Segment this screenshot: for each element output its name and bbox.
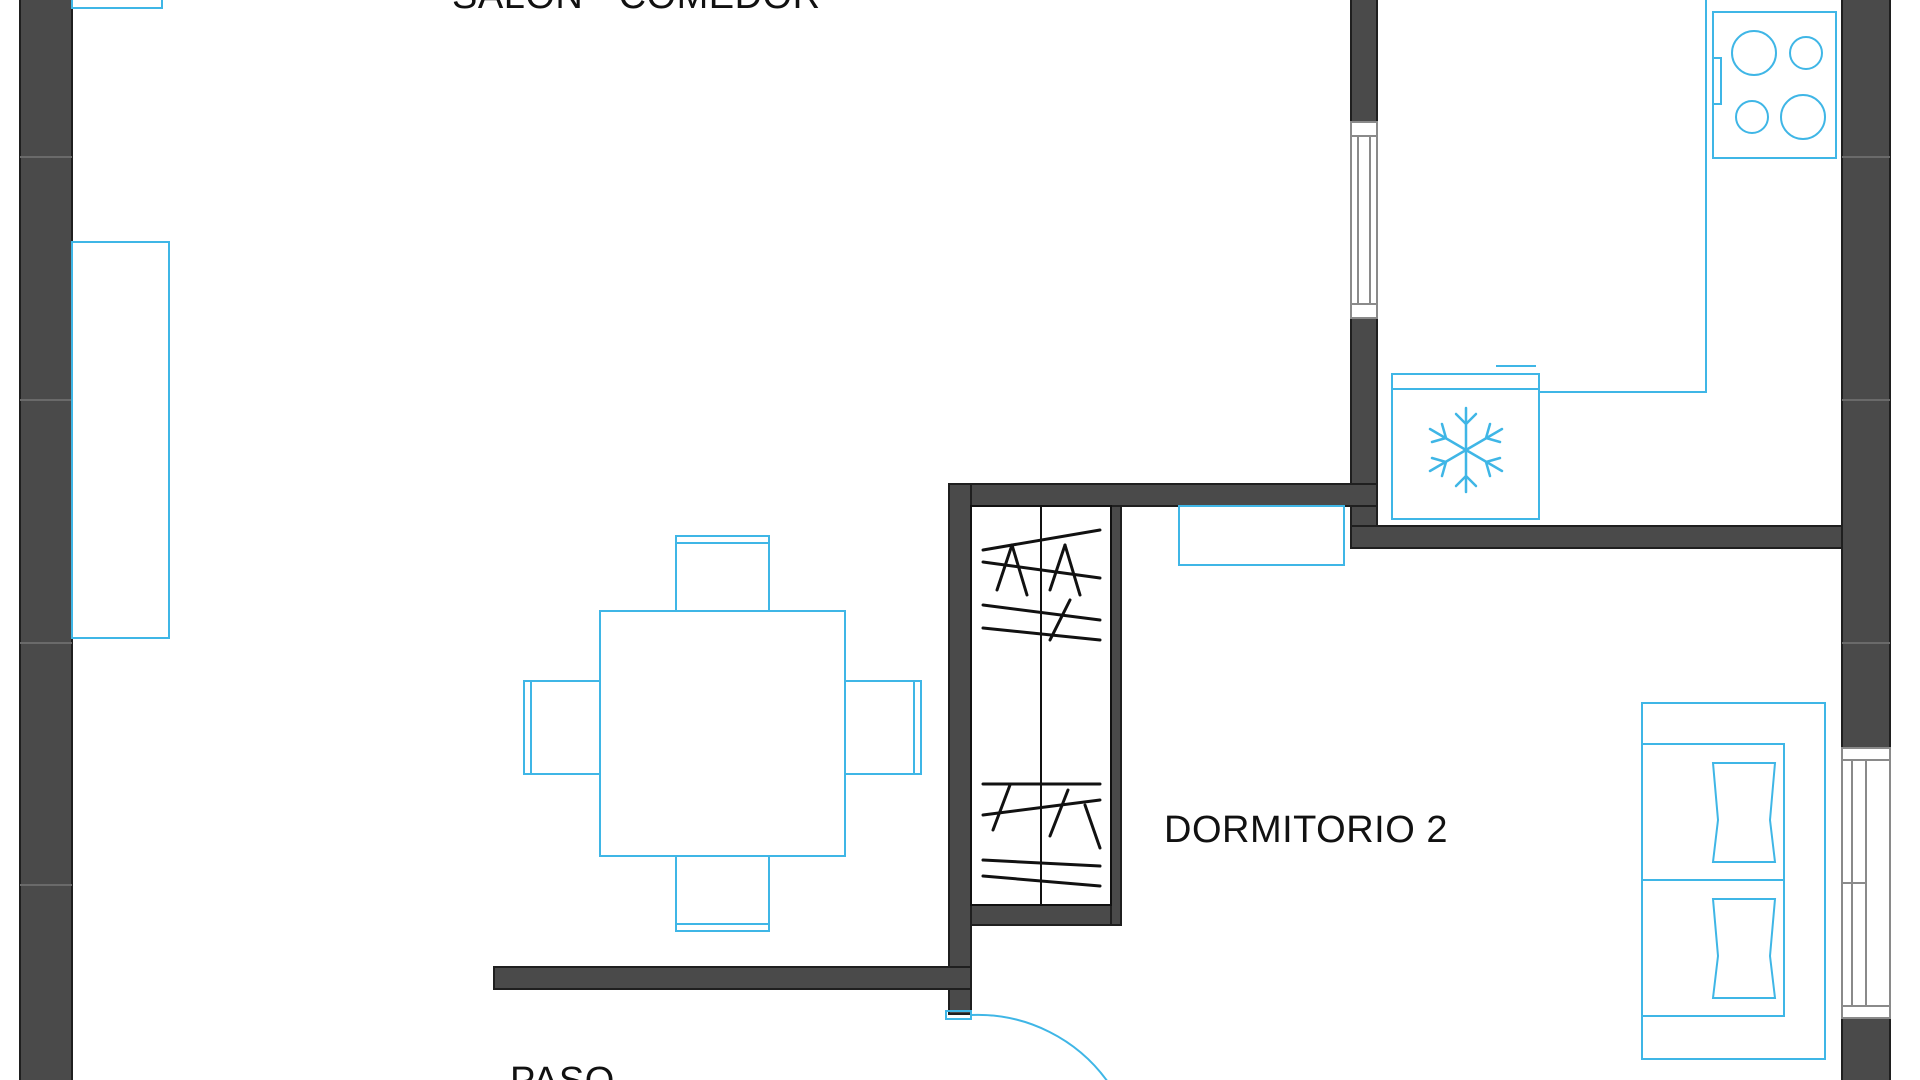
wall-wardrobe-right xyxy=(1110,505,1122,926)
door-swing xyxy=(945,1010,1108,1080)
dining-table xyxy=(599,610,846,857)
room-label-hall: PASO xyxy=(510,1060,615,1080)
sideboard xyxy=(71,241,170,639)
wall-right-exterior-lower xyxy=(1841,1017,1891,1080)
kitchen-counter xyxy=(1540,0,1707,393)
wall-kitchen-lower xyxy=(1350,317,1378,549)
wall-left-exterior xyxy=(19,0,73,1080)
wall-kitchen-upper xyxy=(1350,0,1378,123)
walls xyxy=(19,0,1891,1080)
cooktop xyxy=(1712,11,1837,159)
windows xyxy=(1350,121,1891,1019)
wardrobe xyxy=(970,505,1112,906)
bed xyxy=(1641,702,1826,1060)
wall-right-exterior-upper xyxy=(1841,0,1891,749)
dining-chair-bottom xyxy=(675,855,770,932)
wall-wardrobe-left xyxy=(948,483,972,1015)
wardrobe-hangers xyxy=(981,528,1102,888)
wall-wardrobe-bottom xyxy=(970,904,1122,926)
furniture xyxy=(71,0,1837,1080)
dining-chair-top xyxy=(675,535,770,612)
wall-kitchen-bottom xyxy=(1350,525,1843,549)
room-label-bedroom: DORMITORIO 2 xyxy=(1164,809,1448,851)
wall-hall xyxy=(493,966,972,990)
wall-segment-marks xyxy=(20,156,1890,886)
snowflake-icon xyxy=(1428,406,1504,494)
window-kitchen-salon xyxy=(1350,121,1378,319)
dining-chair-left xyxy=(523,680,601,775)
wall-stub xyxy=(948,988,972,1015)
wall-bedroom-top xyxy=(948,483,1378,507)
dining-chair-right xyxy=(844,680,922,775)
room-label-living: SALÓN - COMEDOR xyxy=(452,0,821,17)
shelf-top-left xyxy=(71,0,163,9)
bedroom-shelf xyxy=(1178,505,1345,566)
fridge xyxy=(1391,365,1540,520)
